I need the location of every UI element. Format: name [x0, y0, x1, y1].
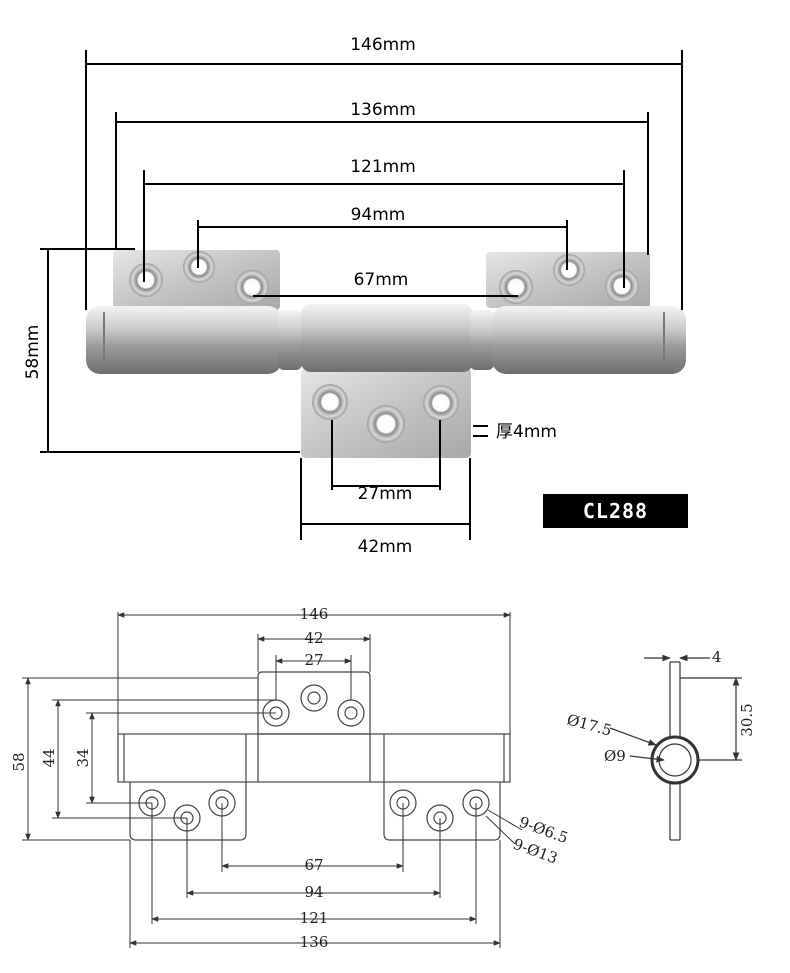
draw-dim-67: 67 — [304, 856, 323, 874]
hole — [367, 405, 405, 443]
draw-dim-44: 44 — [40, 748, 58, 767]
draw-dim-42: 42 — [304, 629, 323, 647]
barrel-middle — [301, 304, 473, 372]
barrel-knuckle-right — [470, 310, 494, 370]
side-dim-thickness: 4 — [712, 648, 722, 666]
dim-146mm: 146mm — [350, 35, 416, 55]
dim-58mm: 58mm — [23, 325, 43, 380]
side-outer-diameter: Ø17.5 — [565, 710, 614, 739]
dim-27mm: 27mm — [358, 484, 413, 504]
dim-67mm: 67mm — [354, 270, 409, 290]
draw-dim-58: 58 — [10, 752, 28, 771]
dim-121mm: 121mm — [350, 157, 416, 177]
hole — [423, 385, 459, 421]
hinge-photo — [86, 250, 686, 458]
hole — [235, 270, 269, 304]
hole — [605, 269, 639, 303]
side-dim-offset: 30.5 — [738, 703, 756, 736]
barrel-left — [86, 306, 282, 374]
draw-dim-136: 136 — [300, 933, 329, 951]
dim-136mm: 136mm — [350, 100, 416, 120]
draw-dim-146: 146 — [300, 605, 329, 623]
hole — [553, 254, 585, 286]
barrel-knuckle-left — [278, 310, 302, 370]
draw-dim-121: 121 — [300, 909, 329, 927]
photo-dimension-labels: 146mm 136mm 121mm 94mm 67mm 58mm 27mm 42… — [23, 35, 557, 557]
technical-drawing — [117, 671, 511, 841]
side-inner-diameter: Ø9 — [604, 747, 626, 765]
thickness-label: 厚4mm — [496, 422, 557, 442]
model-badge: CL288 — [543, 494, 688, 528]
hole — [129, 263, 163, 297]
side-view — [609, 654, 742, 841]
barrel-right — [492, 306, 686, 374]
draw-dim-94: 94 — [304, 883, 323, 901]
drawing-dimension-lines — [22, 612, 523, 948]
drawing-dimension-labels: 146 42 27 58 44 34 67 94 121 136 9-Ø6.5 … — [10, 605, 570, 951]
dim-94mm: 94mm — [351, 205, 406, 225]
dim-42mm: 42mm — [358, 537, 413, 557]
hole — [499, 270, 533, 304]
hole — [312, 384, 348, 420]
side-view-labels: 4 30.5 Ø17.5 Ø9 — [565, 648, 756, 765]
draw-dim-34: 34 — [74, 748, 92, 767]
photo-dimension-lines — [40, 50, 683, 540]
draw-dim-27: 27 — [304, 651, 323, 669]
